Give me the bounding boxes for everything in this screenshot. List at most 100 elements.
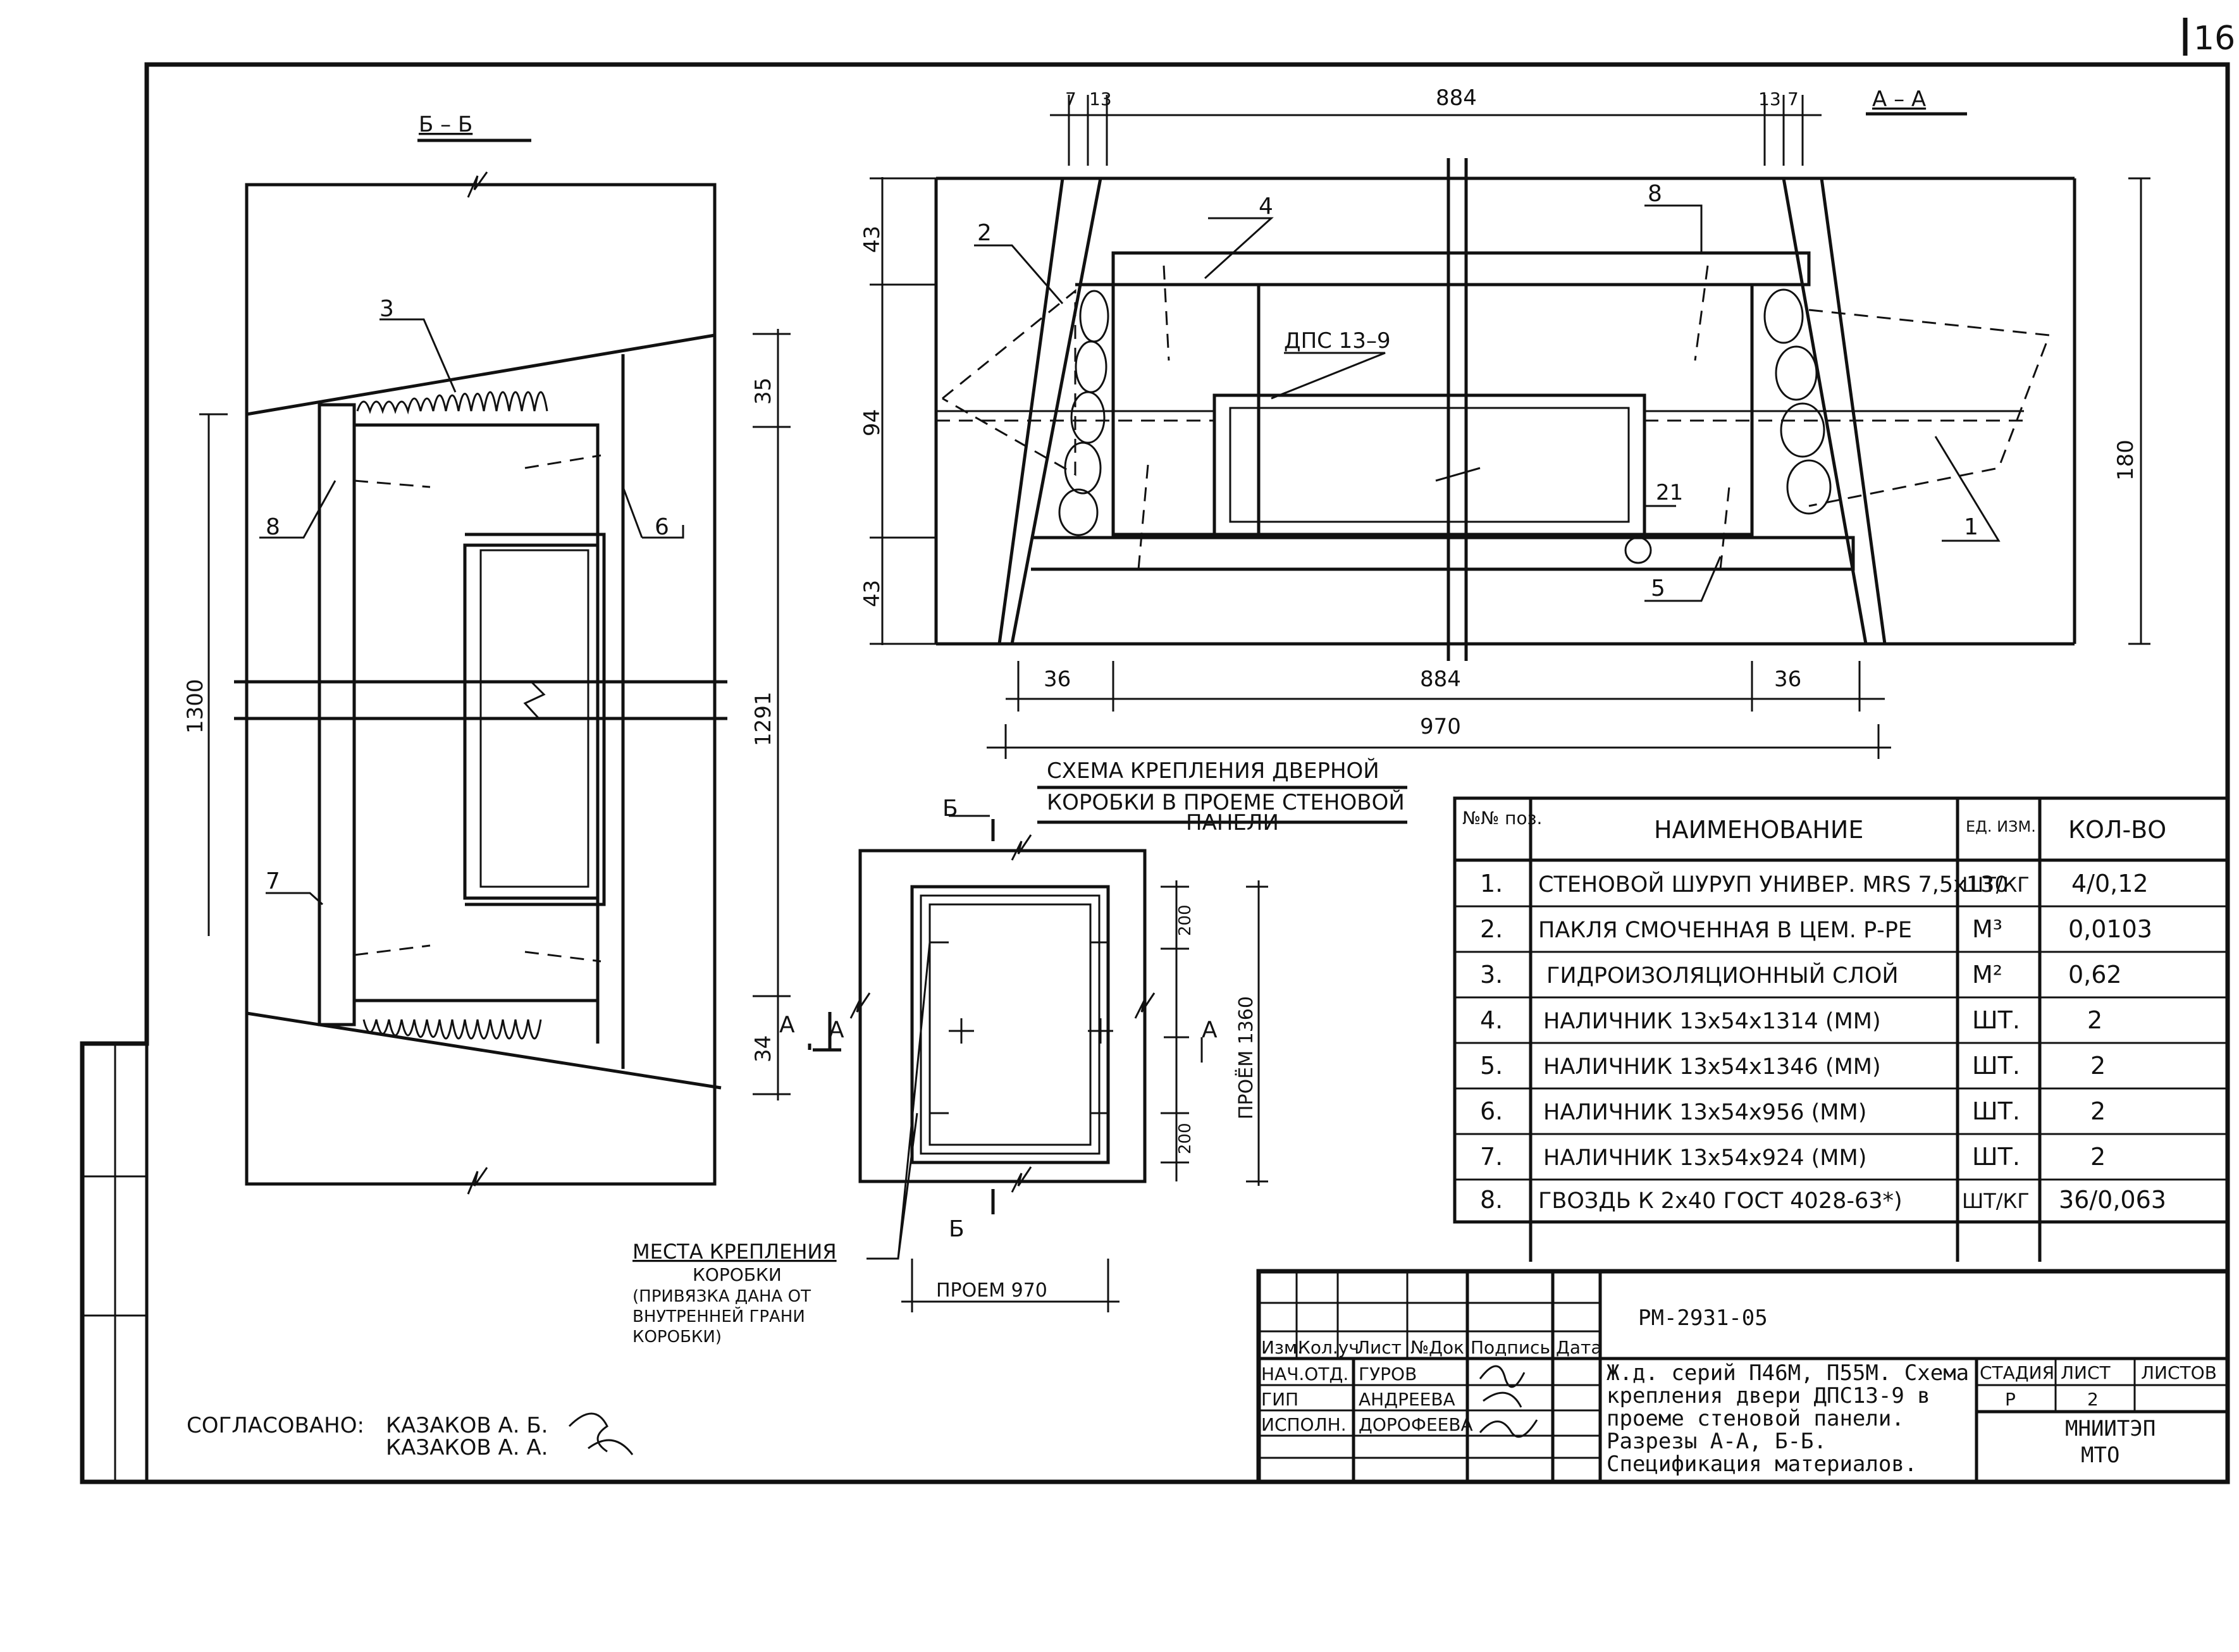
tb-role-3: ИСПОЛН.: [1261, 1414, 1347, 1435]
spec-pos: 7.: [1480, 1143, 1503, 1171]
aa-dim-180: 180: [2113, 440, 2138, 481]
spec-qty: 2: [2090, 1097, 2106, 1125]
bb-dim-35: 35: [751, 378, 776, 405]
approval-name-1: КАЗАКОВ А. Б.: [386, 1413, 548, 1438]
spec-row-8: 8. ГВОЗДЬ К 2х40 ГОСТ 4028-63*) ШТ/КГ 36…: [1480, 1186, 2166, 1214]
spec-unit: М²: [1972, 961, 2002, 989]
spec-pos: 2.: [1480, 915, 1503, 943]
spec-pos: 4.: [1480, 1006, 1503, 1034]
spec-qty: 2: [2090, 1052, 2106, 1080]
spec-row-2: 2. ПАКЛЯ СМОЧЕННАЯ В ЦЕМ. Р-РЕ М³ 0,0103: [1480, 915, 2152, 943]
tb-name-2: АНДРЕЕВА: [1359, 1389, 1455, 1410]
scheme-caption-3: ПАНЕЛИ: [1186, 810, 1279, 835]
bb-pos-3: 3: [379, 296, 394, 322]
tb-header-kol: Кол.уч: [1298, 1337, 1359, 1358]
spec-header-name: НАИМЕНОВАНИЕ: [1654, 816, 1863, 844]
spec-row-3: 3. ГИДРОИЗОЛЯЦИОННЫЙ СЛОЙ М² 0,62: [1480, 961, 2122, 989]
tb-sheets-label: ЛИСТОВ: [2141, 1362, 2217, 1383]
tb-role-1: НАЧ.ОТД.: [1261, 1364, 1348, 1384]
tb-header-izm: Изм.: [1261, 1337, 1303, 1358]
aa-top-dim-13b: 13: [1758, 89, 1781, 109]
bb-pos-6: 6: [655, 514, 669, 540]
spec-qty: 2: [2090, 1143, 2106, 1171]
tb-role-2: ГИП: [1261, 1389, 1298, 1410]
bb-dim-34: 34: [751, 1035, 776, 1063]
spec-qty: 0,0103: [2068, 915, 2152, 943]
spec-name: СТЕНОВОЙ ШУРУП УНИВЕР. MRS 7,5х130: [1538, 871, 2009, 897]
bb-pos-8: 8: [266, 514, 280, 540]
section-aa: А – А: [870, 87, 2150, 759]
spec-unit: ШТ/КГ: [1962, 873, 2030, 897]
scheme-dim-200-top: 200: [1176, 904, 1195, 936]
bb-dim-1300: 1300: [183, 679, 208, 734]
aa-pos-2: 2: [977, 220, 992, 246]
tb-stage-label: СТАДИЯ: [1980, 1362, 2054, 1383]
aa-dim-94: 94: [860, 409, 885, 436]
fastening-note-1: МЕСТА КРЕПЛЕНИЯ: [632, 1240, 837, 1264]
bb-pos-7: 7: [266, 868, 280, 894]
fastening-note-2: КОРОБКИ: [693, 1264, 782, 1285]
spec-unit: ШТ.: [1972, 1097, 2020, 1125]
spec-qty: 4/0,12: [2071, 870, 2149, 897]
bb-section-a-mark: А: [779, 1012, 795, 1038]
spec-table: [1453, 796, 2230, 1262]
scheme-mark-b-bottom: Б: [949, 1216, 965, 1242]
tb-org-1: МНИИТЭП: [2065, 1416, 2156, 1441]
aa-top-dim-13a: 13: [1089, 89, 1112, 109]
tb-header-list: Лист: [1357, 1337, 1402, 1358]
fastening-note-4: ВНУТРЕННЕЙ ГРАНИ: [632, 1306, 805, 1326]
tb-org-2: МТО: [2081, 1443, 2119, 1468]
fastening-note-5: КОРОБКИ): [632, 1328, 722, 1347]
spec-name: ГВОЗДЬ К 2х40 ГОСТ 4028-63*): [1538, 1188, 1903, 1214]
aa-top-dim-7a: 7: [1065, 89, 1076, 109]
fastening-scheme: [828, 786, 1407, 1312]
scheme-mark-a-right: А: [1202, 1017, 1218, 1043]
sheet-frame: [80, 18, 2230, 1484]
spec-pos: 5.: [1480, 1052, 1503, 1080]
section-aa-title: А – А: [1872, 87, 1926, 112]
section-bb-title: Б – Б: [419, 112, 472, 137]
tb-sheet-value: 2: [2087, 1389, 2099, 1410]
aa-pos-5: 5: [1651, 576, 1665, 601]
spec-row-4: 4. НАЛИЧНИК 13х54х1314 (ММ) ШТ. 2: [1480, 1006, 2102, 1034]
scheme-mark-a-left: А: [829, 1017, 844, 1043]
aa-pos-8: 8: [1648, 181, 1662, 207]
tb-header-date: Дата: [1556, 1337, 1602, 1358]
sheet-number: 16: [2193, 20, 2235, 58]
spec-qty: 36/0,063: [2059, 1186, 2166, 1214]
section-bb: Б – Б: [199, 112, 841, 1195]
aa-pos-1: 1: [1964, 514, 1978, 540]
aa-pos-4: 4: [1259, 194, 1273, 219]
spec-pos: 1.: [1480, 870, 1503, 897]
spec-name: НАЛИЧНИК 13х54х1314 (ММ): [1543, 1009, 1881, 1034]
aa-dim-21: 21: [1656, 480, 1683, 505]
aa-dim-43-top: 43: [860, 226, 885, 253]
spec-row-6: 6. НАЛИЧНИК 13х54х956 (ММ) ШТ. 2: [1480, 1097, 2106, 1125]
scheme-opening-width: ПРОЕМ 970: [936, 1279, 1047, 1302]
tb-desc-2: крепления двери ДПС13-9 в: [1607, 1383, 1930, 1409]
spec-unit: ШТ/КГ: [1962, 1189, 2030, 1213]
approval-label: СОГЛАСОВАНО:: [187, 1413, 364, 1438]
aa-dim-970: 970: [1420, 714, 1461, 739]
spec-qty: 0,62: [2068, 961, 2122, 989]
tb-name-1: ГУРОВ: [1359, 1364, 1417, 1384]
tb-header-doc: №Док: [1410, 1337, 1464, 1358]
aa-bottom-dim-884: 884: [1420, 667, 1461, 692]
title-block: [568, 1269, 2230, 1484]
tb-desc-5: Спецификация материалов.: [1607, 1452, 1917, 1477]
tb-sheet-label: ЛИСТ: [2061, 1362, 2111, 1383]
spec-name: ПАКЛЯ СМОЧЕННАЯ В ЦЕМ. Р-РЕ: [1538, 918, 1912, 943]
spec-header-qty: КОЛ-ВО: [2068, 816, 2166, 844]
spec-name: ГИДРОИЗОЛЯЦИОННЫЙ СЛОЙ: [1546, 962, 1899, 989]
approval-name-2: КАЗАКОВ А. А.: [386, 1435, 548, 1460]
tb-header-sign: Подпись: [1471, 1337, 1550, 1358]
spec-unit: М³: [1972, 915, 2002, 943]
scheme-opening-height: ПРОЁМ 1360: [1235, 996, 1257, 1119]
scheme-caption-1: СХЕМА КРЕПЛЕНИЯ ДВЕРНОЙ: [1047, 758, 1379, 784]
scheme-mark-b-top: Б: [942, 796, 958, 822]
tb-desc-1: Ж.д. серий П46М, П55М. Схема: [1607, 1360, 1969, 1386]
aa-door-label: ДПС 13–9: [1284, 328, 1391, 354]
spec-unit: ШТ.: [1972, 1143, 2020, 1171]
spec-row-5: 5. НАЛИЧНИК 13х54х1346 (ММ) ШТ. 2: [1480, 1052, 2106, 1080]
